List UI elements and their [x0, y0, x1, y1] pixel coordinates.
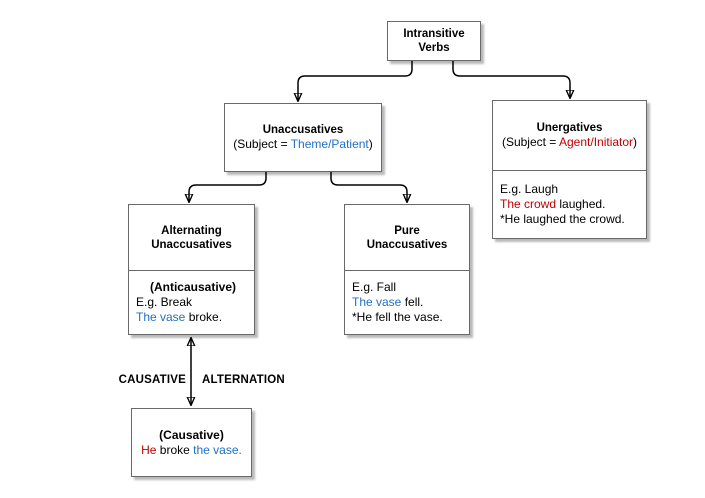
- text-segment: fell.: [401, 295, 424, 309]
- text-segment-agent-initiator: Agent/Initiator: [559, 135, 634, 149]
- node-title-line: Unaccusatives: [151, 238, 232, 251]
- text-segment: ): [633, 135, 638, 149]
- node-title: Unaccusatives: [262, 124, 344, 136]
- text-segment-theme-patient: Theme/Patient: [290, 137, 369, 151]
- edge-root-to-unergatives: [452, 61, 570, 98]
- example-line: The vase fell.: [352, 295, 465, 310]
- text-segment: (Subject =: [501, 135, 559, 149]
- example-line: E.g. Laugh: [500, 182, 642, 197]
- node-alternating-unaccusatives: Alternating Unaccusatives (Anticausative…: [128, 204, 255, 335]
- node-subtitle: (Subject = Agent/Initiator): [493, 135, 646, 150]
- edge-root-to-unaccusatives: [298, 61, 413, 101]
- node-intransitive-verbs: Intransitive Verbs: [387, 21, 481, 61]
- node-title-line: Verbs: [418, 42, 450, 54]
- text-segment-the-vase: the vase.: [193, 442, 242, 457]
- text-segment-the-vase: The vase: [352, 295, 402, 309]
- text-segment: *He laughed the crowd.: [500, 212, 625, 226]
- node-example-block: E.g. Fall The vase fell. *He fell the va…: [345, 271, 469, 334]
- node-title-block: Unaccusatives (Subject = Theme/Patient): [225, 104, 381, 171]
- node-title-line: Pure: [394, 224, 420, 237]
- text-segment: laughed.: [556, 197, 606, 211]
- node-unergatives: Unergatives (Subject = Agent/Initiator) …: [492, 100, 647, 239]
- node-example-block: E.g. Laugh The crowd laughed. *He laughe…: [493, 171, 646, 238]
- node-subtitle: (Subject = Theme/Patient): [225, 137, 381, 152]
- text-segment-the-vase: The vase: [136, 310, 186, 324]
- node-unaccusatives: Unaccusatives (Subject = Theme/Patient): [224, 103, 382, 172]
- node-title-line: Intransitive: [403, 28, 465, 40]
- text-segment-he: He: [141, 442, 157, 457]
- node-title-block: Alternating Unaccusatives: [129, 205, 254, 271]
- example-line: *He laughed the crowd.: [500, 212, 642, 227]
- node-title-line: Alternating: [161, 224, 222, 237]
- node-pure-unaccusatives: Pure Unaccusatives E.g. Fall The vase fe…: [344, 204, 470, 335]
- text-segment: E.g. Fall: [352, 280, 397, 294]
- text-segment: *He fell the vase.: [352, 310, 443, 324]
- node-causative: (Causative) He broke the vase.: [131, 408, 252, 477]
- example-line: E.g. Break: [136, 295, 250, 310]
- node-title-line: Unaccusatives: [366, 238, 448, 251]
- node-title-block: (Causative) He broke the vase.: [132, 409, 251, 476]
- text-segment: ): [368, 137, 373, 151]
- node-title-block: Unergatives (Subject = Agent/Initiator): [493, 101, 646, 171]
- text-segment-the-crowd: The crowd: [500, 197, 557, 211]
- edge-unaccusatives-to-pure: [330, 172, 407, 202]
- example-line: He broke the vase.: [132, 443, 251, 458]
- alternation-edge-label: ALTERNATION: [202, 374, 285, 386]
- example-line: E.g. Fall: [352, 280, 465, 295]
- example-line: *He fell the vase.: [352, 310, 465, 325]
- text-segment: E.g. Break: [136, 295, 193, 309]
- node-title: Unergatives: [536, 122, 603, 134]
- text-segment: broke.: [185, 310, 223, 324]
- edge-unaccusatives-to-alternating: [189, 172, 267, 202]
- causative-heading: (Causative): [159, 427, 224, 442]
- node-title-block: Pure Unaccusatives: [345, 205, 469, 271]
- causative-edge-label: CAUSATIVE: [118, 374, 186, 386]
- text-segment: E.g. Laugh: [500, 182, 559, 196]
- node-title-block: Intransitive Verbs: [388, 22, 480, 60]
- text-segment: broke: [156, 442, 194, 457]
- example-line: The vase broke.: [136, 310, 250, 325]
- anticausative-heading: (Anticausative): [149, 280, 237, 294]
- node-example-block: (Anticausative) E.g. Break The vase brok…: [129, 271, 254, 334]
- text-segment: (Subject =: [233, 137, 291, 151]
- example-line: The crowd laughed.: [500, 197, 642, 212]
